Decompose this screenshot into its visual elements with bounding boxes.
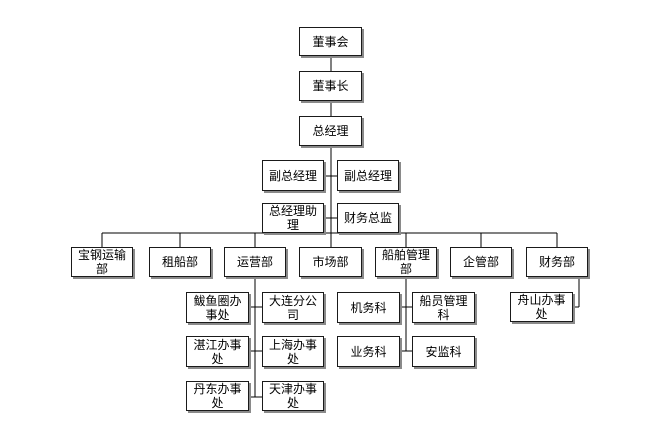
node-business-section: 业务科 xyxy=(337,336,400,367)
node-safety-supervision-section: 安监科 xyxy=(412,336,475,367)
node-shanghai-office: 上海办事处 xyxy=(262,336,324,367)
node-board: 董事会 xyxy=(299,27,362,56)
node-machinery-section: 机务科 xyxy=(337,292,400,323)
node-general-manager: 总经理 xyxy=(299,116,362,146)
node-baogang-transport-dept: 宝钢运输部 xyxy=(71,247,133,277)
node-enterprise-mgmt-dept: 企管部 xyxy=(450,247,512,277)
node-finance-dept: 财务部 xyxy=(526,247,588,277)
node-bayuquan-office: 鲅鱼圈办事处 xyxy=(186,292,249,323)
node-market-dept: 市场部 xyxy=(299,247,362,277)
node-chairman: 董事长 xyxy=(299,71,362,101)
node-deputy-gm-left: 副总经理 xyxy=(262,160,324,191)
node-chartering-dept: 租船部 xyxy=(149,247,211,277)
node-gm-assistant: 总经理助理 xyxy=(262,203,324,233)
node-dandong-office: 丹东办事处 xyxy=(186,381,249,411)
node-crew-management-section: 船员管理科 xyxy=(412,292,475,323)
node-ship-management-dept: 船舶管理部 xyxy=(375,247,437,277)
node-zhoushan-office: 舟山办事处 xyxy=(510,292,573,322)
node-dalian-branch: 大连分公司 xyxy=(262,292,324,323)
node-tianjin-office: 天津办事处 xyxy=(262,381,324,411)
node-operations-dept: 运营部 xyxy=(224,247,286,277)
node-deputy-gm-right: 副总经理 xyxy=(337,160,399,191)
node-zhanjiang-office: 湛江办事处 xyxy=(186,336,249,367)
node-finance-director: 财务总监 xyxy=(337,203,399,233)
